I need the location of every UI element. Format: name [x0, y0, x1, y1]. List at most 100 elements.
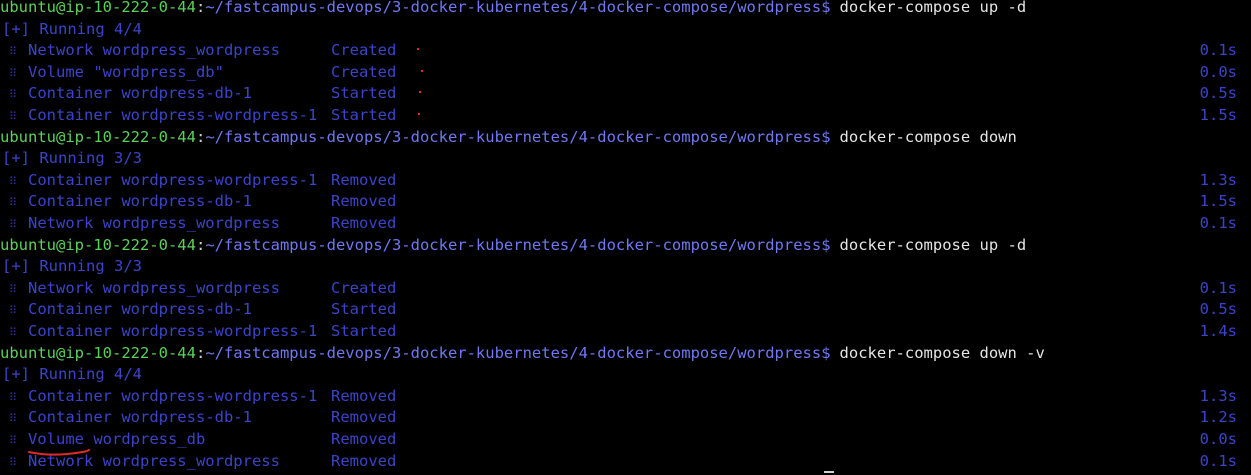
task-name: Container wordpress-db-1	[28, 192, 252, 211]
task-state: Removed	[331, 170, 397, 189]
command-text: docker-compose up -d	[839, 235, 1027, 254]
spinner-icon: ⠿	[9, 390, 18, 404]
task-name: Container wordpress-wordpress-1	[28, 386, 318, 405]
task-row: ⠿ Container wordpress-db-1 Started 0.5s	[0, 83, 1251, 105]
task-state: Removed	[331, 408, 397, 427]
task-row: ⠿ Container wordpress-db-1 Removed 1.5s	[0, 191, 1251, 213]
task-row: ⠿ Container wordpress-db-1 Started 0.5s	[0, 299, 1251, 321]
task-state: Created	[331, 41, 397, 60]
task-row: ⠿ Container wordpress-wordpress-1 Started 1…	[0, 105, 1251, 127]
task-row: ⠿ Container wordpress-wordpress-1 Removed 1…	[0, 386, 1251, 408]
spinner-icon: ⠿	[9, 174, 18, 188]
spinner-icon: ⠿	[9, 434, 18, 447]
task-name: Volume wordpress_db	[28, 430, 206, 448]
red-annotation-dot	[417, 48, 419, 51]
task-duration: 0.0s	[1199, 430, 1237, 448]
spinner-icon: ⠿	[9, 110, 18, 123]
prompt-colon: :	[195, 235, 206, 254]
spinner-icon: ⠿	[9, 88, 18, 102]
task-name: Network wordpress_wordpress	[28, 214, 280, 232]
spinner-icon: ⠿	[9, 304, 18, 318]
task-state: Removed	[331, 451, 397, 470]
task-duration: 1.3s	[1199, 386, 1237, 405]
prompt-colon: :	[195, 127, 206, 146]
red-annotation-dot	[418, 113, 420, 115]
prompt-user: ubuntu@ip-10-222-0-44	[0, 343, 196, 362]
task-state: Removed	[331, 192, 397, 211]
task-name: Container wordpress-db-1	[28, 300, 252, 319]
spinner-icon: ⠿	[9, 66, 18, 80]
running-status: [+] Running 4/4	[2, 365, 142, 384]
spinner-icon: ⠿	[9, 282, 18, 296]
task-state: Started	[331, 300, 397, 319]
task-row: ⠿ Volume "wordpress_db" Created 0.0s	[0, 62, 1251, 84]
spinner-icon: ⠿	[9, 45, 18, 59]
task-duration: 1.2s	[1199, 408, 1237, 427]
prompt-line: ubuntu@ip-10-222-0-44:~/fastcampus-devop…	[0, 235, 1251, 257]
red-annotation-dot	[421, 69, 423, 72]
task-state: Started	[331, 84, 397, 103]
task-duration: 0.1s	[1199, 41, 1237, 60]
running-status: [+] Running 3/3	[2, 257, 142, 276]
task-state: Removed	[331, 214, 397, 232]
command-text: docker-compose down	[839, 127, 1017, 146]
task-duration: 0.1s	[1199, 214, 1237, 232]
running-status: [+] Running 3/3	[2, 149, 142, 168]
task-duration: 1.4s	[1199, 322, 1237, 340]
task-state: Started	[331, 322, 397, 340]
task-duration: 1.3s	[1199, 170, 1237, 189]
spinner-icon: ⠿	[9, 455, 18, 469]
task-state: Created	[331, 278, 397, 297]
prompt-path: ~/fastcampus-devops/3-docker-kubernetes/…	[205, 235, 831, 254]
task-state: Created	[331, 62, 397, 81]
prompt-user: ubuntu@ip-10-222-0-44	[0, 127, 196, 146]
task-name: Network wordpress_wordpress	[28, 278, 280, 297]
prompt-line: ubuntu@ip-10-222-0-44:~/fastcampus-devop…	[0, 343, 1251, 365]
task-name: Network wordpress_wordpress	[28, 41, 280, 60]
task-duration: 1.5s	[1199, 192, 1237, 211]
task-duration: 0.5s	[1199, 84, 1237, 103]
command-text: docker-compose up -d	[839, 0, 1027, 16]
prompt-user: ubuntu@ip-10-222-0-44	[0, 235, 196, 254]
status-line: [+] Running 4/4	[0, 364, 1251, 386]
task-duration: 0.0s	[1199, 62, 1237, 81]
red-annotation-dot	[419, 91, 421, 94]
prompt-path: ~/fastcampus-devops/3-docker-kubernetes/…	[205, 127, 831, 146]
task-name: Container wordpress-wordpress-1	[28, 170, 318, 189]
status-line: [+] Running 3/3	[0, 148, 1251, 170]
task-row: ⠿ Container wordpress-wordpress-1 Removed 1…	[0, 170, 1251, 192]
spinner-icon: ⠿	[9, 218, 18, 231]
prompt-path: ~/fastcampus-devops/3-docker-kubernetes/…	[205, 0, 831, 16]
prompt-path: ~/fastcampus-devops/3-docker-kubernetes/…	[205, 343, 831, 362]
task-name: Network wordpress_wordpress	[28, 451, 280, 470]
task-duration: 1.5s	[1199, 106, 1237, 124]
command-text: docker-compose down -v	[839, 343, 1045, 362]
task-state: Removed	[331, 386, 397, 405]
running-status: [+] Running 4/4	[2, 19, 142, 38]
task-name: Container wordpress-wordpress-1	[28, 322, 318, 340]
task-name: Container wordpress-wordpress-1	[28, 106, 318, 124]
prompt-colon: :	[195, 0, 206, 16]
spinner-icon: ⠿	[9, 196, 18, 210]
red-underline-annotation	[28, 449, 90, 456]
prompt-line: ubuntu@ip-10-222-0-44:~/fastcampus-devop…	[0, 0, 1251, 19]
task-row: ⠿ Network wordpress_wordpress Created 0.1s	[0, 278, 1251, 300]
prompt-colon: :	[195, 343, 206, 362]
spinner-icon: ⠿	[9, 412, 18, 426]
task-duration: 0.1s	[1199, 278, 1237, 297]
status-line: [+] Running 3/3	[0, 256, 1251, 278]
task-duration: 0.5s	[1199, 300, 1237, 319]
task-state: Started	[331, 106, 397, 124]
task-row: ⠿ Network wordpress_wordpress Removed 0.1s	[0, 213, 1251, 235]
prompt-user: ubuntu@ip-10-222-0-44	[0, 0, 196, 16]
terminal-cursor	[824, 471, 834, 473]
task-name: Volume "wordpress_db"	[28, 62, 224, 81]
prompt-line: ubuntu@ip-10-222-0-44:~/fastcampus-devop…	[0, 127, 1251, 149]
task-name: Container wordpress-db-1	[28, 84, 252, 103]
task-duration: 0.1s	[1199, 451, 1237, 470]
status-line: [+] Running 4/4	[0, 19, 1251, 41]
